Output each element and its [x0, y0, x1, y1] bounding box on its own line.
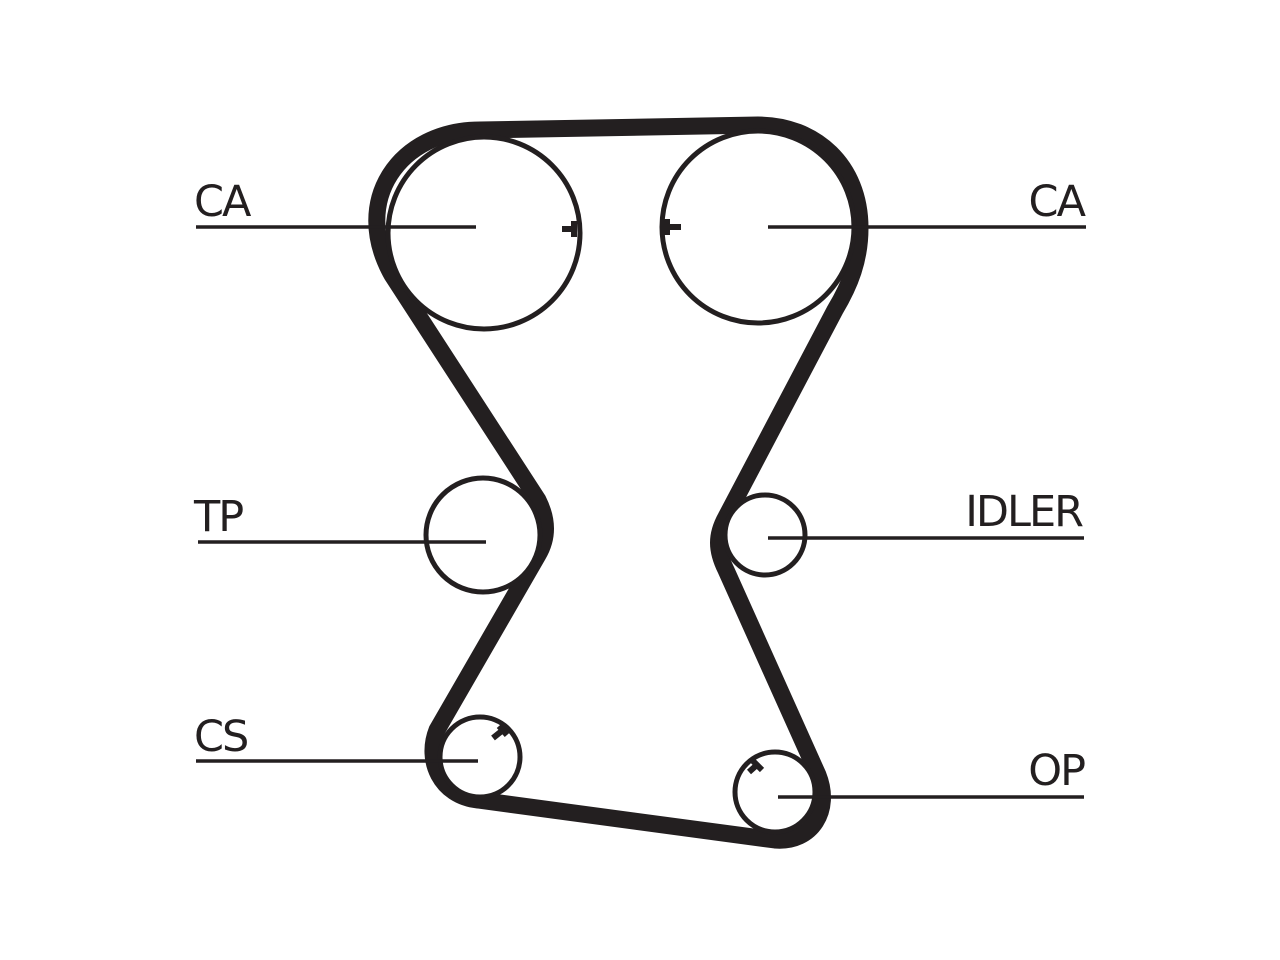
timing-mark-camshaft-left [562, 221, 577, 237]
label-ca-left: CA [194, 177, 252, 227]
label-op: OP [1028, 746, 1085, 796]
timing-mark-oil-pump [746, 757, 765, 775]
timing-mark-camshaft-right [664, 219, 681, 235]
oil-pump-pulley [732, 749, 818, 835]
label-idler: IDLER [965, 487, 1083, 537]
timing-mark-crankshaft [491, 724, 510, 741]
camshaft-pulley-left [385, 134, 583, 332]
idler-pulley [722, 492, 808, 578]
timing-marks [491, 219, 765, 775]
crankshaft-pulley [437, 714, 523, 800]
label-tp: TP [193, 492, 243, 542]
label-ca-right: CA [1029, 177, 1087, 227]
label-cs: CS [194, 712, 247, 762]
tensioner-pulley [423, 475, 543, 595]
